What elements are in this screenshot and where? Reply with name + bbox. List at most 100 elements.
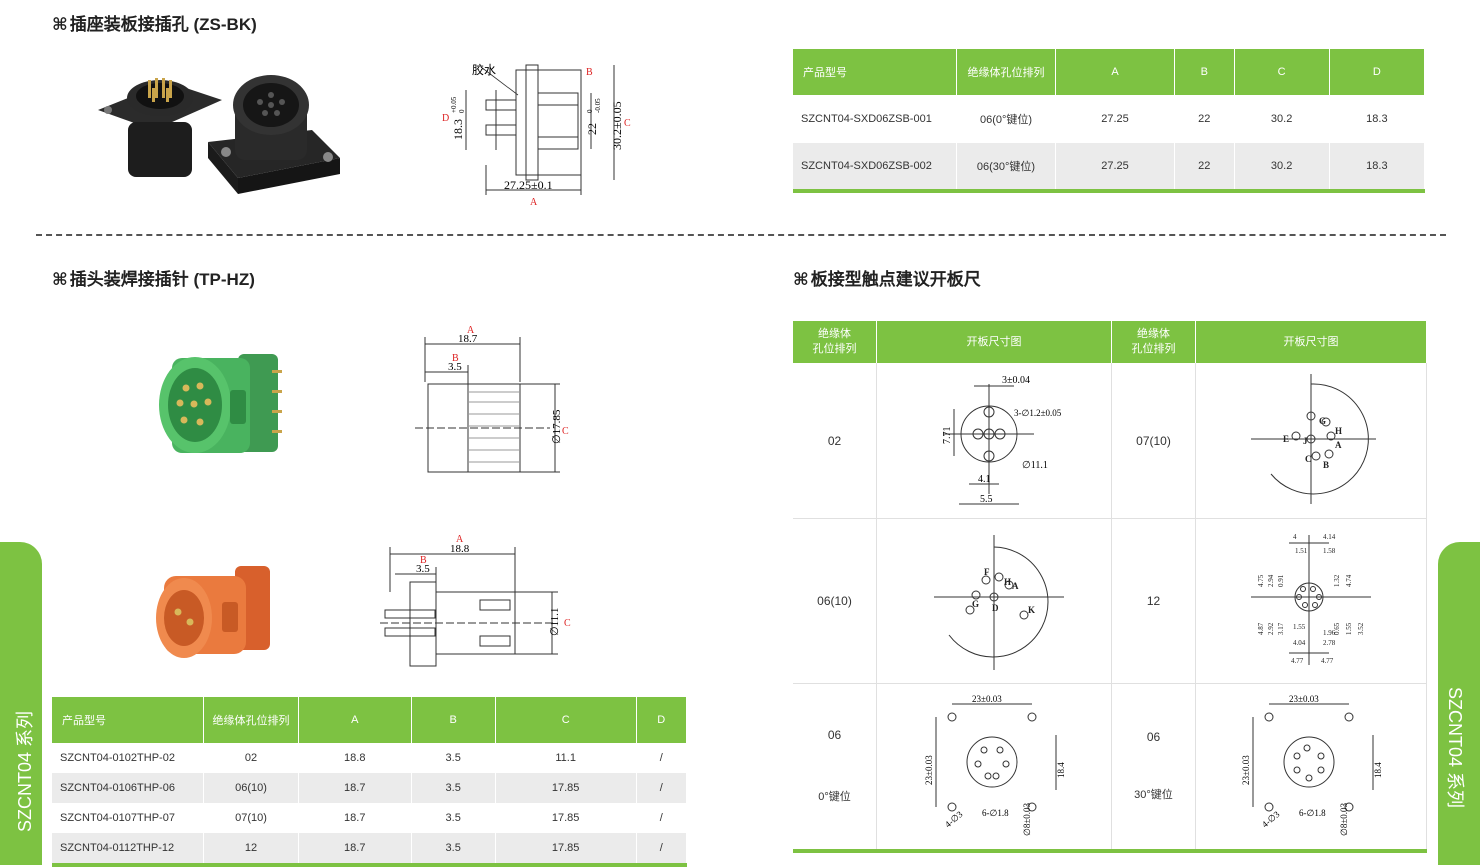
dim-b-value: 22 xyxy=(585,123,599,135)
dim-flat: 18.4 xyxy=(1056,762,1066,778)
socket-th-b: B xyxy=(1174,49,1235,95)
cell-layout-with-key: 06 30°键位 xyxy=(1111,683,1196,849)
board-table-wrap: 绝缘体 孔位排列 开板尺寸图 绝缘体 孔位排列 开板尺寸图 02 xyxy=(793,321,1427,853)
plug-spec-table-wrap: 产品型号 绝缘体孔位排列 A B C D SZCNT04-0102THP-02 … xyxy=(52,697,687,867)
table-row: SZCNT04-0106THP-06 06(10) 18.7 3.5 17.85… xyxy=(52,773,687,803)
dim-hole-spacing-x: 23±0.03 xyxy=(1289,694,1319,704)
svg-text:G: G xyxy=(1319,416,1326,426)
socket-th-a: A xyxy=(1055,49,1176,95)
cell-layout: 06(30°键位) xyxy=(956,143,1056,189)
dim-a-value: 27.25±0.1 xyxy=(504,178,553,192)
cutout-06-0deg-cell: 23±0.03 23±0.03 18.4 4-∅3 6-∅1.8 ∅8±0.03 xyxy=(876,683,1112,849)
dim-b-value: 3.5 xyxy=(416,563,430,575)
cell-model: SZCNT04-0107THP-07 xyxy=(52,803,204,833)
table-row: SZCNT04-SXD06ZSB-001 06(0°键位) 27.25 22 3… xyxy=(793,95,1426,143)
cell-c: 11.1 xyxy=(495,743,637,773)
dim-hole-spacing-x: 23±0.03 xyxy=(972,694,1002,704)
socket-th-model: 产品型号 xyxy=(793,49,957,95)
board-th-cutout-left: 开板尺寸图 xyxy=(876,321,1112,363)
dim-a-value: 18.7 xyxy=(458,333,478,345)
cell-d: / xyxy=(636,743,687,773)
cell-model: SZCNT04-SXD06ZSB-001 xyxy=(793,95,957,143)
dim-pin-holes: 6-∅1.8 xyxy=(982,808,1009,818)
svg-text:A: A xyxy=(1335,440,1342,450)
plug-orange-image xyxy=(156,566,270,658)
socket-th-layout: 绝缘体孔位排列 xyxy=(956,49,1056,95)
dim-hole-spacing-y: 23±0.03 xyxy=(924,755,934,785)
dim-mid-2: 1.96 xyxy=(1323,629,1336,637)
side-tab-right: SZCNT04 系列 xyxy=(1438,542,1480,865)
dim-holes: 3-∅1.2±0.05 xyxy=(1014,408,1062,418)
board-th-layout-right: 绝缘体 孔位排列 xyxy=(1111,321,1196,363)
cell-layout: 07(10) xyxy=(203,803,299,833)
dim-width-small: 4.1 xyxy=(978,474,991,485)
cutout-06-30deg-drawing: 23±0.03 23±0.03 18.4 4-∅3 6-∅1.8 ∅8±0.03 xyxy=(1241,694,1383,836)
key-position: 0°键位 xyxy=(818,791,851,804)
dim-spacing: 3±0.04 xyxy=(1002,375,1030,386)
cell-model: SZCNT04-0106THP-06 xyxy=(52,773,204,803)
cell-a: 27.25 xyxy=(1055,143,1176,189)
dim-c-value: ∅17.85 xyxy=(551,409,563,444)
cell-model: SZCNT04-0102THP-02 xyxy=(52,743,204,773)
svg-text:H: H xyxy=(1004,577,1011,587)
dim-left-6: 3.17 xyxy=(1277,622,1285,635)
svg-text:D: D xyxy=(992,603,999,613)
dim-top-3: 4.14 xyxy=(1323,533,1336,541)
cell-a: 27.25 xyxy=(1055,95,1176,143)
cell-c: 30.2 xyxy=(1234,95,1330,143)
cell-layout: 02 xyxy=(203,743,299,773)
dim-top-2: 1.51 xyxy=(1295,547,1308,555)
dim-mount-holes: 4-∅3 xyxy=(1260,809,1282,830)
socket-spec-table: 产品型号 绝缘体孔位排列 A B C D SZCNT04-SXD06ZSB-00… xyxy=(793,49,1426,189)
label-c: C xyxy=(562,426,569,437)
plug-spec-table: 产品型号 绝缘体孔位排列 A B C D SZCNT04-0102THP-02 … xyxy=(52,697,687,863)
cutout-12-drawing: 4 1.51 4.14 1.58 4.75 2.94 0.91 1.32 4.7… xyxy=(1251,533,1371,665)
cell-a: 18.7 xyxy=(298,803,412,833)
cell-b: 3.5 xyxy=(411,833,496,863)
socket-product-image xyxy=(98,75,340,194)
dim-right-5: 3.52 xyxy=(1357,622,1365,635)
dim-left-2: 2.94 xyxy=(1267,574,1275,587)
plug-table-footer-bar xyxy=(52,863,687,867)
cell-d: 18.3 xyxy=(1329,95,1426,143)
dim-right-3: 0.65 xyxy=(1333,622,1341,635)
dim-left-5: 2.92 xyxy=(1267,622,1275,635)
plug-th-layout: 绝缘体孔位排列 xyxy=(203,697,299,743)
section-divider xyxy=(36,234,1446,236)
svg-text:G: G xyxy=(972,599,979,609)
cell-layout: 06(0°键位) xyxy=(956,95,1056,143)
svg-text:J: J xyxy=(1303,436,1308,446)
cell-b: 3.5 xyxy=(411,773,496,803)
socket-table-footer-bar xyxy=(793,189,1425,193)
socket-th-d: D xyxy=(1329,49,1426,95)
socket-dimension-drawing: 胶水 18.3 +0.05 0 22 0 -0.05 30.2±0.05 27.… xyxy=(442,62,631,208)
plug-section-title: ⌘插头装焊接插针 (TP-HZ) xyxy=(52,270,255,290)
label-c: C xyxy=(564,618,571,629)
dim-a-value: 18.8 xyxy=(450,543,470,555)
dim-bottom-4: 4.77 xyxy=(1321,657,1334,665)
cutout-12-cell: 4 1.51 4.14 1.58 4.75 2.94 0.91 1.32 4.7… xyxy=(1195,518,1427,684)
board-th-cutout-right: 开板尺寸图 xyxy=(1195,321,1427,363)
cell-d: / xyxy=(636,773,687,803)
key-position: 30°键位 xyxy=(1134,789,1173,802)
dim-hole-spacing-y: 23±0.03 xyxy=(1241,755,1251,785)
dim-bottom-3: 4.77 xyxy=(1291,657,1304,665)
dim-c-value: ∅11.1 xyxy=(549,608,561,636)
cell-c: 17.85 xyxy=(495,833,637,863)
board-section-title: ⌘板接型触点建议开板尺 xyxy=(793,270,981,290)
cutout-02-cell: 3±0.04 3-∅1.2±0.05 7.71 ∅11.1 4.1 5.5 xyxy=(876,363,1112,519)
socket-spec-table-wrap: 产品型号 绝缘体孔位排列 A B C D SZCNT04-SXD06ZSB-00… xyxy=(793,49,1426,193)
cell-d: / xyxy=(636,833,687,863)
label-b: B xyxy=(420,555,427,566)
cell-d: / xyxy=(636,803,687,833)
cell-layout: 12 xyxy=(203,833,299,863)
layout-value: 06 xyxy=(1146,730,1161,745)
dim-mid-1: 1.55 xyxy=(1293,623,1306,631)
svg-text:H: H xyxy=(1335,426,1342,436)
dim-b-tol-bottom: -0.05 xyxy=(594,98,602,113)
label-a: A xyxy=(456,534,464,545)
dim-left-3: 0.91 xyxy=(1277,574,1285,587)
